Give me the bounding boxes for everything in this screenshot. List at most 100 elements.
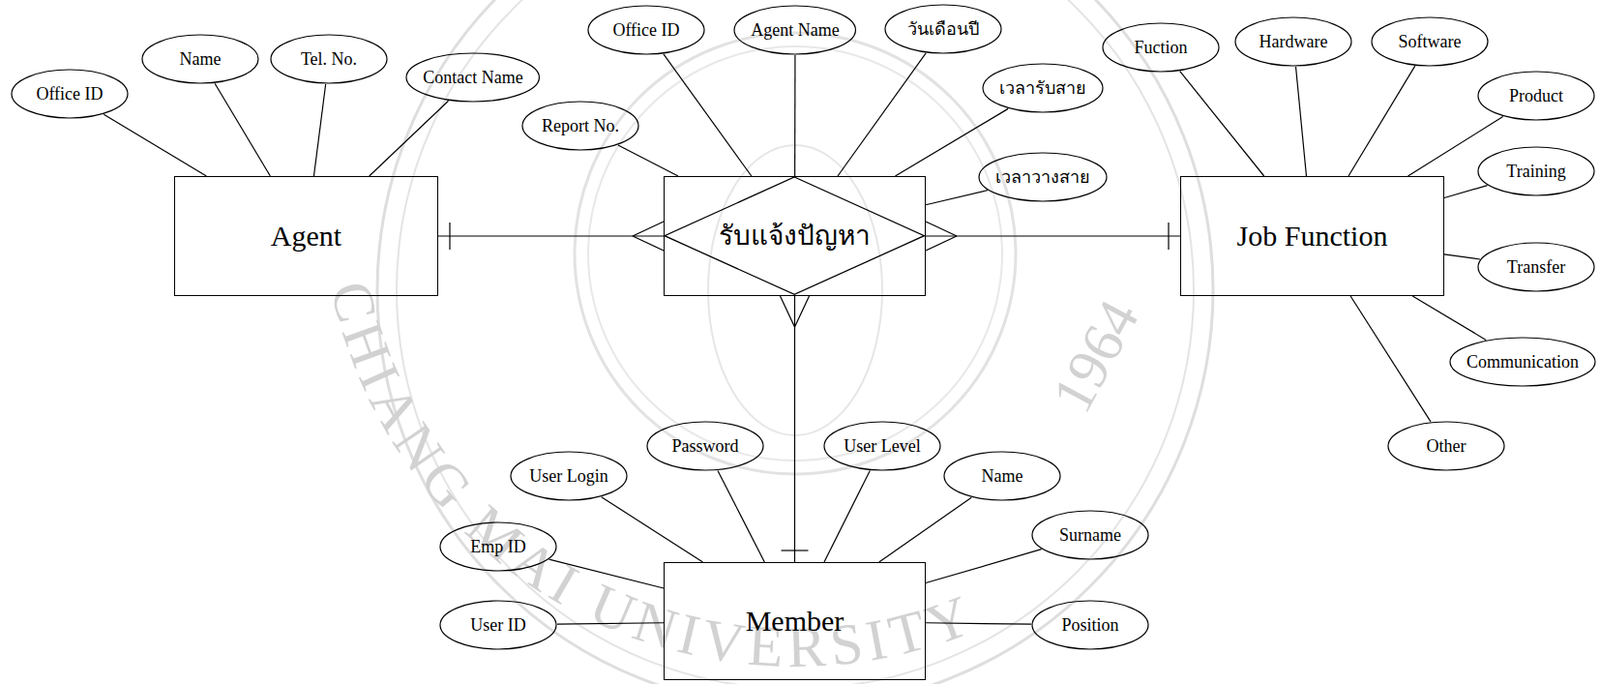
attribute-name: Tel. No. [300, 49, 357, 70]
text-wrap: เวลาวางสาย [995, 167, 1091, 188]
attribute-ellipse: User Login [509, 450, 628, 502]
attribute-name: Fuction [1133, 37, 1187, 59]
attribute-ellipse: Surname [1031, 509, 1150, 561]
attribute-name: User Level [843, 436, 920, 457]
attribute-name: Emp ID [470, 536, 527, 558]
attribute-line [618, 145, 679, 177]
attribute-name: Other [1426, 436, 1467, 457]
ellipse-shape [1388, 421, 1505, 471]
ellipse-shape [406, 53, 539, 102]
attribute-ellipse: Name [943, 450, 1062, 502]
text-wrap: Agent [270, 219, 342, 254]
cardinality-one [1167, 222, 1169, 250]
attribute-name: Password [671, 436, 739, 457]
text-wrap: Emp ID [470, 536, 527, 558]
attribute-ellipse: Hardware [1234, 16, 1353, 67]
attribute-ellipse: Tel. No. [269, 33, 388, 85]
text-wrap: Training [1506, 161, 1566, 182]
attribute-ellipse: Transfer [1477, 241, 1596, 293]
attribute-line [369, 100, 449, 177]
attribute-ellipse: Communication [1449, 336, 1597, 387]
attribute-line [879, 497, 973, 563]
relationship-line [794, 296, 796, 563]
cardinality-many [780, 296, 796, 327]
relationship-line [925, 235, 1181, 237]
attribute-ellipse: Training [1477, 146, 1596, 197]
ellipse-shape [982, 63, 1103, 113]
ellipse-shape [1478, 71, 1595, 120]
text-wrap: Contact Name [422, 67, 523, 89]
ellipse-shape [824, 421, 941, 471]
attribute-line [717, 470, 765, 563]
attribute-line [1444, 254, 1481, 260]
ellipse-shape [647, 421, 764, 471]
attribute-ellipse: Position [1031, 599, 1150, 651]
entity-name: Agent [270, 219, 342, 254]
attribute-line [925, 549, 1042, 584]
text-wrap: Report No. [541, 116, 620, 137]
attribute-name: Communication [1466, 352, 1579, 373]
attribute-line [601, 497, 704, 563]
ellipse-shape [944, 451, 1061, 501]
watermark-text: 1964 [1039, 290, 1152, 423]
attribute-ellipse: Report No. [521, 100, 640, 151]
attribute-line [794, 55, 796, 177]
attribute-ellipse: เวลารับสาย [981, 62, 1104, 114]
text-wrap: Name [981, 466, 1024, 487]
ellipse-shape [1371, 17, 1488, 66]
cardinality-many [795, 296, 810, 327]
ellipse-shape [522, 101, 639, 150]
attribute-name: Office ID [612, 20, 680, 41]
text-wrap: Office ID [35, 84, 103, 105]
attribute-line [837, 53, 926, 177]
attribute-name: เวลารับสาย [999, 78, 1087, 99]
entity-box: Agent [174, 176, 439, 297]
attribute-line [1350, 296, 1431, 422]
attribute-ellipse: User ID [439, 599, 558, 651]
entity-box: Job Function [1180, 176, 1445, 297]
entity-box: Member [663, 562, 926, 681]
ellipse-shape [734, 5, 856, 55]
diamond-shape [664, 177, 924, 295]
text-wrap: Office ID [612, 20, 680, 41]
cardinality-many [632, 236, 664, 251]
attribute-ellipse: Password [646, 420, 765, 472]
attribute-line [313, 84, 326, 177]
ellipse-shape [270, 34, 387, 84]
ellipse-shape [1102, 23, 1219, 72]
attribute-name: Name [179, 49, 222, 70]
ellipse-shape [978, 152, 1107, 202]
cardinality-many [925, 221, 957, 237]
attribute-ellipse: User Level [823, 420, 942, 472]
attribute-ellipse: Agent Name [733, 4, 857, 56]
text-wrap: Job Function [1237, 219, 1389, 254]
cardinality-many [632, 221, 664, 237]
text-wrap: Position [1061, 615, 1119, 636]
attribute-ellipse: Office ID [587, 4, 706, 56]
attribute-line [1180, 71, 1265, 177]
text-wrap: Password [671, 436, 739, 457]
attribute-ellipse: Office ID [10, 68, 129, 119]
attribute-line [549, 559, 664, 589]
attribute-ellipse: Product [1477, 70, 1596, 121]
attribute-line [214, 83, 270, 177]
ellipse-shape [510, 451, 627, 501]
attribute-name: Office ID [35, 84, 103, 105]
ellipse-shape [440, 600, 557, 650]
attribute-name: Training [1506, 161, 1566, 182]
entity-name: Job Function [1237, 219, 1389, 254]
attribute-line [894, 108, 1008, 177]
attribute-line [824, 470, 870, 563]
attribute-line [1444, 185, 1488, 199]
attribute-name: User ID [470, 615, 526, 636]
text-wrap: User Level [843, 436, 920, 457]
text-wrap: Member [745, 604, 845, 639]
watermark-text: 1964 [1039, 290, 1152, 423]
entity-name: รับแจ้งปัญหา [718, 220, 871, 252]
attribute-line [1412, 296, 1486, 340]
ellipse-shape [1478, 147, 1595, 196]
attribute-name: เวลาวางสาย [995, 167, 1091, 188]
text-wrap: Product [1509, 86, 1564, 107]
